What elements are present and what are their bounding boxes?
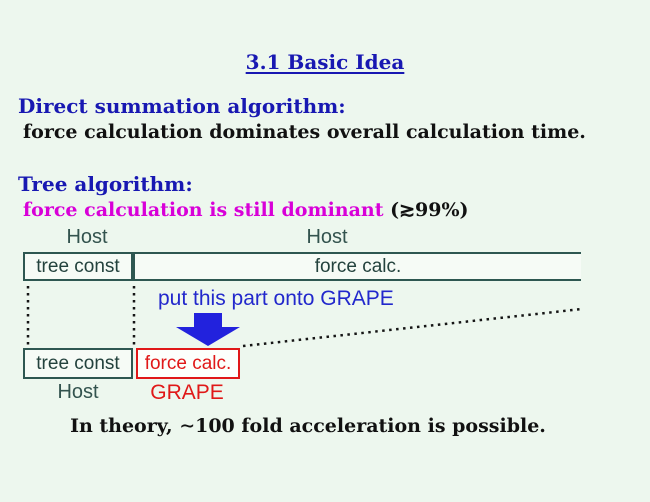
direct-summation-body: force calculation dominates overall calc… (23, 121, 586, 143)
tree-const-box-bottom: tree const (23, 348, 133, 379)
tree-algorithm-heading: Tree algorithm: (18, 172, 193, 196)
host-label-top-left: Host (66, 226, 108, 248)
dotted-line-diagonal (242, 307, 583, 348)
percentage-text: (≳99%) (383, 199, 469, 221)
conclusion-text: In theory, ∼100 fold acceleration is pos… (70, 415, 546, 437)
grape-label: GRAPE (150, 381, 224, 404)
grape-note-text: put this part onto GRAPE (158, 287, 394, 310)
down-arrow-icon (176, 313, 240, 346)
page-title: 3.1 Basic Idea (245, 50, 405, 74)
tree-algorithm-body: force calculation is still dominant (≳99… (23, 199, 469, 221)
host-label-bottom: Host (57, 381, 99, 403)
tree-const-box-top: tree const (23, 252, 133, 281)
dominant-highlight-text: force calculation is still dominant (23, 199, 384, 221)
force-calc-box-grape: force calc. (136, 348, 240, 379)
host-label-top-right: Host (306, 226, 348, 248)
direct-summation-heading: Direct summation algorithm: (18, 94, 346, 118)
force-calc-box-top: force calc. (133, 252, 581, 281)
